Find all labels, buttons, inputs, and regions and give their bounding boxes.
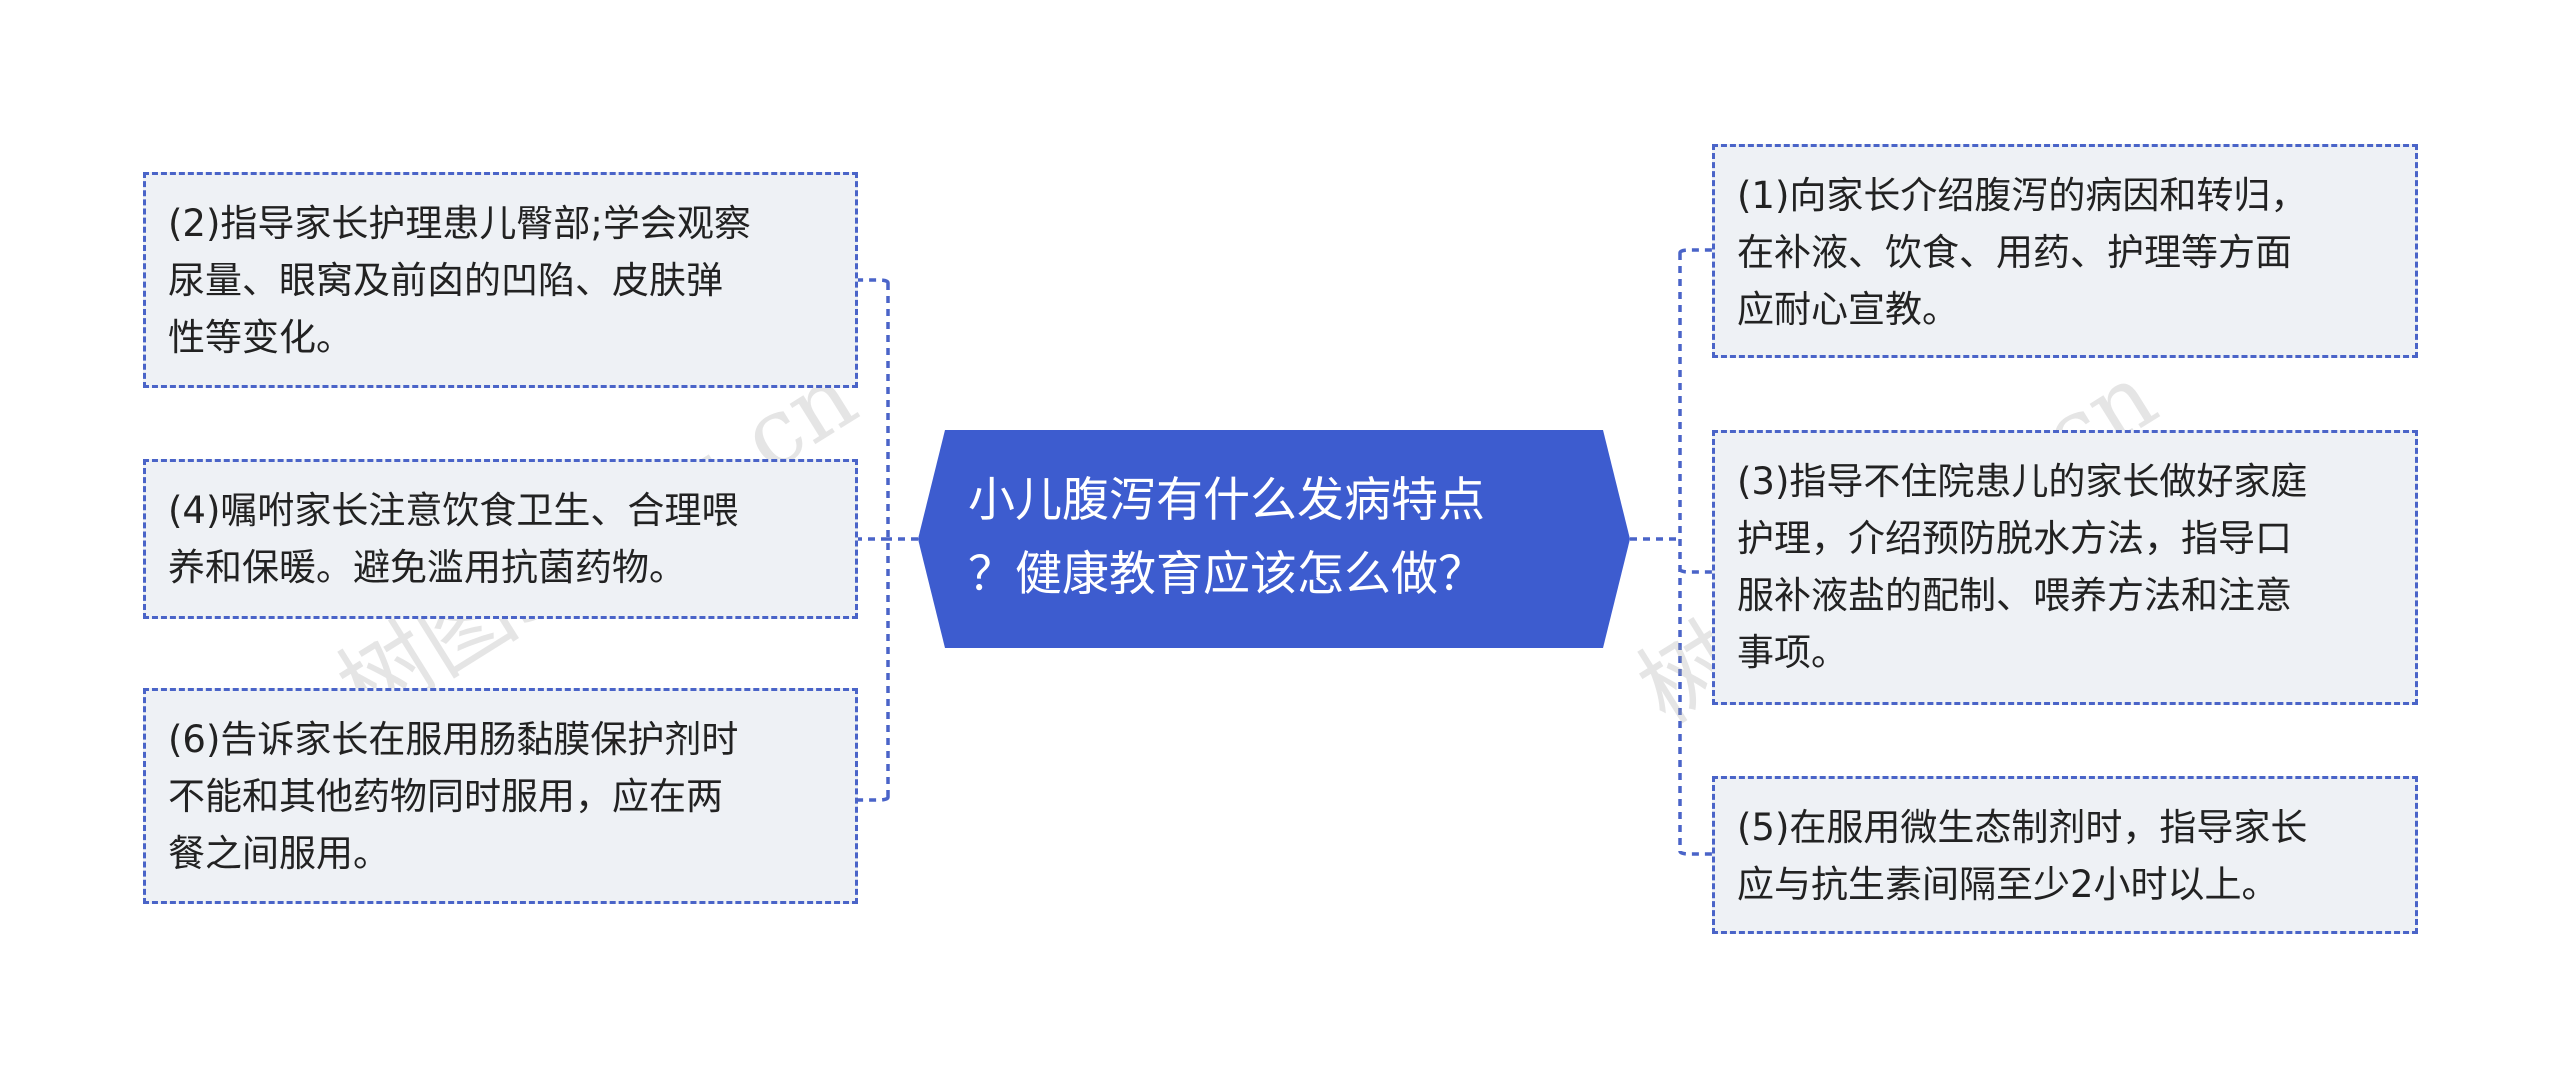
central-topic[interactable]: 小儿腹泻有什么发病特点 ？健康教育应该怎么做？ bbox=[918, 430, 1630, 648]
left-topic-6[interactable]: (6)告诉家长在服用肠黏膜保护剂时 不能和其他药物同时服用，应在两 餐之间服用。 bbox=[143, 688, 858, 904]
left-topic-2[interactable]: (2)指导家长护理患儿臀部;学会观察 尿量、眼窝及前囟的凹陷、皮肤弹 性等变化。 bbox=[143, 172, 858, 388]
connector-right-1 bbox=[1678, 248, 1712, 254]
right-topic-3[interactable]: (3)指导不住院患儿的家长做好家庭 护理，介绍预防脱水方法，指导口 服补液盐的配… bbox=[1712, 430, 2418, 705]
left-topic-4[interactable]: (4)嘱咐家长注意饮食卫生、合理喂 养和保暖。避免滥用抗菌药物。 bbox=[143, 459, 858, 619]
connector-right-2 bbox=[1678, 568, 1712, 574]
right-topic-1[interactable]: (1)向家长介绍腹泻的病因和转归， 在补液、饮食、用药、护理等方面 应耐心宣教。 bbox=[1712, 144, 2418, 358]
connector-left-1 bbox=[858, 278, 890, 284]
connector-left-3 bbox=[858, 796, 890, 802]
connector-right-3 bbox=[1678, 850, 1712, 856]
right-topic-5[interactable]: (5)在服用微生态制剂时，指导家长 应与抗生素间隔至少2小时以上。 bbox=[1712, 776, 2418, 934]
